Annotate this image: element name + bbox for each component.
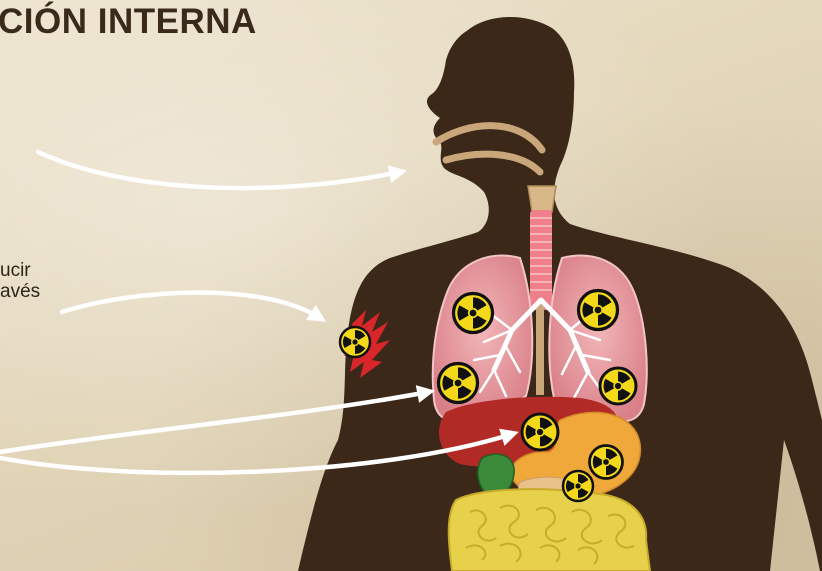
radiation-icon-stomach-2 — [562, 471, 593, 501]
larynx — [528, 186, 556, 212]
arrow-icon-wound — [62, 292, 320, 318]
radiation-icon-liver — [521, 414, 558, 450]
radiation-icon-left-lung-lower — [438, 364, 478, 403]
radiation-icon-right-lung-upper — [578, 291, 618, 330]
radiation-icon-right-lung-lower — [599, 368, 636, 404]
radiation-icon-arm — [339, 327, 370, 357]
radiation-icon-left-lung-upper — [453, 294, 493, 333]
intestines — [449, 489, 650, 571]
trachea — [530, 210, 552, 310]
radiation-icon-stomach-1 — [589, 446, 623, 479]
arrow-icon-inhalation — [38, 152, 400, 188]
